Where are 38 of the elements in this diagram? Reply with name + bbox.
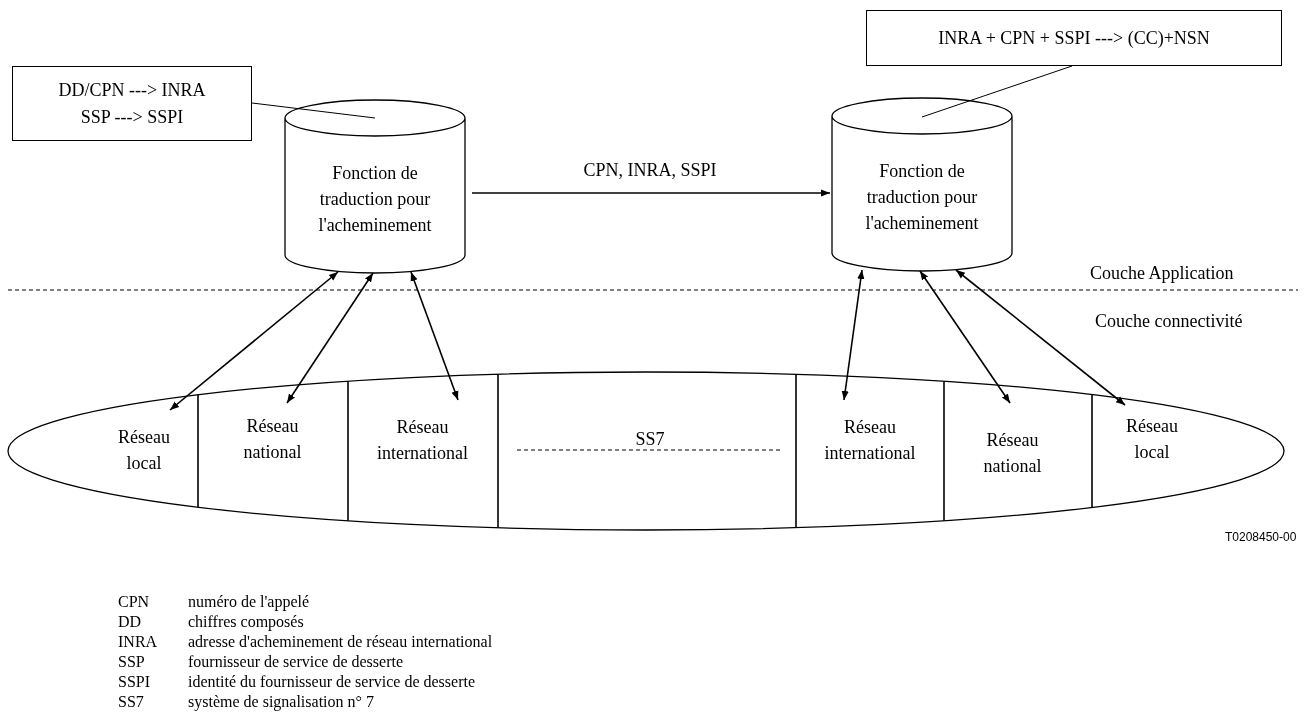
abbreviation: SSPI — [118, 672, 152, 691]
function-label: Fonction de traduction pour l'acheminement — [317, 162, 433, 237]
abbreviation: SSP — [118, 652, 146, 671]
network-label: Réseau national — [965, 403, 1060, 473]
network-label: Réseau national — [225, 403, 320, 467]
abbreviation: DD — [118, 612, 143, 631]
cylinder-shape — [831, 97, 1013, 272]
network-label: Réseau local — [1112, 405, 1192, 465]
network-ellipse — [7, 371, 1285, 531]
function-label: Fonction de traduction pour l'acheminement — [864, 160, 980, 235]
arrow — [169, 271, 339, 411]
network-label: SS7 — [510, 420, 790, 460]
layer-label: Couche Application — [1090, 263, 1234, 284]
arrow — [841, 269, 865, 401]
arrow — [471, 189, 831, 197]
cylinder-shape — [284, 99, 466, 274]
network-label: Réseau international — [355, 400, 490, 466]
leader-line — [251, 102, 376, 119]
arrow — [919, 270, 1011, 404]
abbreviation: CPN — [118, 592, 151, 611]
network-label: Réseau local — [100, 410, 188, 470]
abbreviation-meaning: identité du fournisseur de service de desserte — [188, 672, 476, 691]
abbreviation-meaning: fournisseur de service de desserte — [188, 652, 405, 671]
arrow — [410, 271, 459, 401]
arrow — [286, 272, 374, 404]
arrow — [955, 269, 1126, 406]
abbreviation: INRA — [118, 632, 159, 651]
abbreviation: SS7 — [118, 692, 145, 711]
leader-line — [921, 65, 1073, 118]
layer-label: Couche connectivité — [1095, 311, 1243, 332]
note-box: INRA + CPN + SSPI ---> (CC)+NSN — [866, 10, 1282, 66]
note-box: DD/CPN ---> INRA SSP ---> SSPI — [12, 66, 252, 141]
figure-number: T0208450-00 — [1225, 530, 1297, 544]
abbreviation-meaning: chiffres composés — [188, 612, 305, 631]
network-label: Réseau international — [800, 400, 940, 466]
abbreviation-meaning: adresse d'acheminement de réseau international — [188, 632, 493, 651]
abbreviation-meaning: numéro de l'appelé — [188, 592, 311, 611]
abbreviation-meaning: système de signalisation n° 7 — [188, 692, 375, 711]
